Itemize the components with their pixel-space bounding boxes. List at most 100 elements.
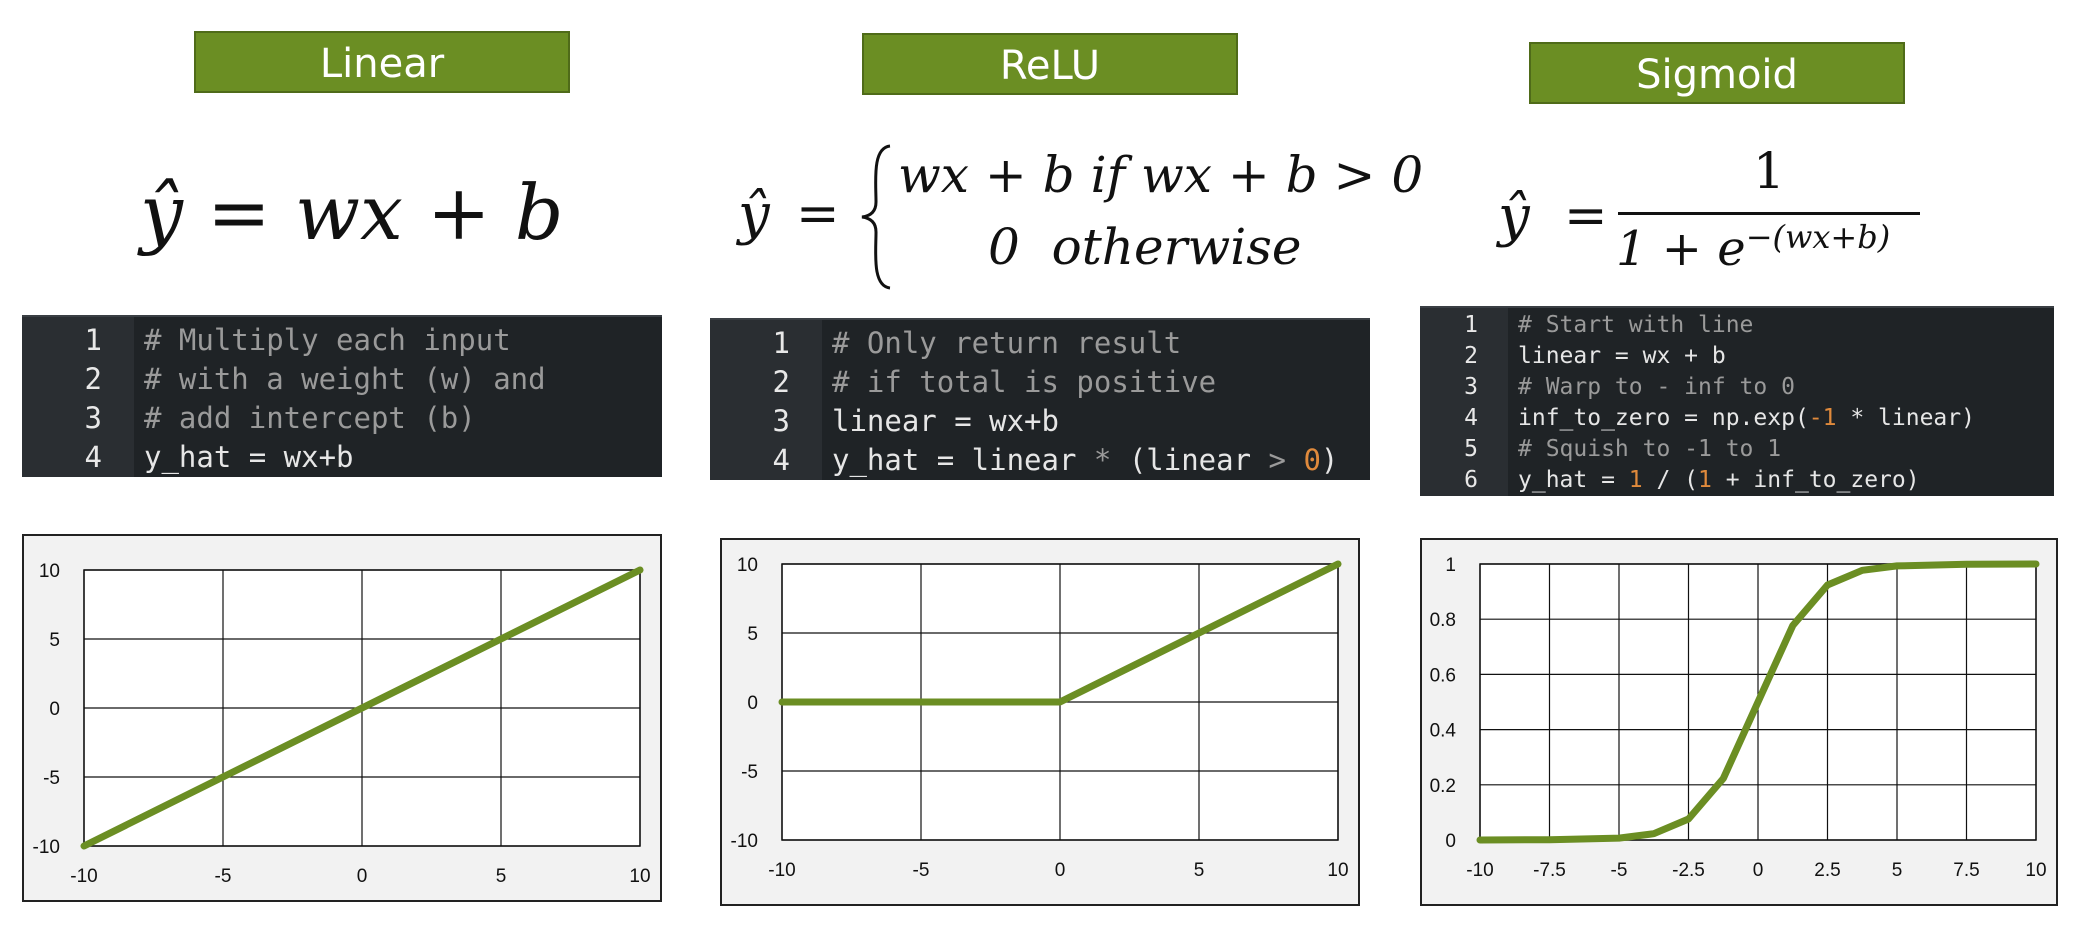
y-tick-label: -10 <box>33 837 60 858</box>
y-tick-label: 10 <box>737 555 758 576</box>
formula-linear-rhs: = wx + b <box>207 168 564 257</box>
x-tick-label: -5 <box>1611 860 1628 881</box>
code-text: y_hat = wx+b <box>144 438 354 477</box>
x-tick-label: -10 <box>1466 860 1493 881</box>
line-number: 4 <box>84 440 102 474</box>
code-line: 5 # Squish to -1 to 1 <box>1420 434 2054 465</box>
x-tick-label: 5 <box>1892 860 1903 881</box>
y-tick-label: 0.4 <box>1430 721 1457 742</box>
code-text: # Warp to - inf to 0 <box>1518 372 1795 403</box>
x-tick-label: 10 <box>629 866 650 887</box>
x-tick-label: -5 <box>215 866 232 887</box>
line-number: 3 <box>1464 374 1478 400</box>
formula-sigmoid: ŷ = 1 1 + e−(wx+b) <box>1498 140 1938 280</box>
x-tick-label: 10 <box>1327 860 1348 881</box>
line-number: 4 <box>772 443 790 477</box>
code-line: 4 y_hat = wx+b <box>22 438 662 477</box>
code-token: # add intercept (b) <box>144 401 476 435</box>
y-tick-label: 1 <box>1445 555 1456 576</box>
x-tick-label: 0 <box>1055 860 1066 881</box>
formula-linear-lhs: ŷ <box>140 168 183 257</box>
y-tick-label: -10 <box>731 831 758 852</box>
code-text: # if total is positive <box>832 363 1216 402</box>
code-line: 1 # Only return result <box>710 324 1370 363</box>
x-tick-label: 5 <box>496 866 507 887</box>
x-tick-label: 7.5 <box>1953 860 1979 881</box>
code-token: # Only return result <box>832 326 1182 360</box>
code-text: inf_to_zero = np.exp(-1 * linear) <box>1518 403 1975 434</box>
formula-relu-eq: = <box>796 184 840 244</box>
code-token: y_hat = linear <box>832 443 1094 477</box>
code-token: # Warp to - inf to 0 <box>1518 374 1795 400</box>
code-text: linear = wx + b <box>1518 341 1726 372</box>
line-number: 1 <box>84 323 102 357</box>
line-number: 2 <box>1464 343 1478 369</box>
series-line <box>80 566 644 850</box>
formula-sigmoid-denominator-exp: −(wx+b) <box>1745 218 1891 256</box>
title-linear: Linear <box>194 31 570 93</box>
code-token: + inf_to_zero) <box>1711 467 1920 493</box>
code-line: 3 linear = wx+b <box>710 402 1370 441</box>
x-tick-label: 0 <box>1753 860 1764 881</box>
code-token: y_hat = <box>1518 467 1629 493</box>
code-token: # Squish to -1 to 1 <box>1518 436 1782 462</box>
code-token: 0 <box>1303 443 1321 477</box>
line-number: 1 <box>1464 312 1478 338</box>
code-token: * <box>1093 443 1112 477</box>
x-tick-label: -10 <box>768 860 795 881</box>
code-line: 1# Multiply each input <box>22 321 662 360</box>
line-number-gutter <box>1420 308 1508 496</box>
line-number: 6 <box>1464 467 1478 493</box>
x-tick-label: 0 <box>357 866 368 887</box>
formula-sigmoid-denominator-base: 1 + e <box>1616 221 1746 277</box>
title-relu: ReLU <box>862 33 1238 95</box>
line-number: 3 <box>772 404 790 438</box>
code-text: linear = wx+b <box>832 402 1059 441</box>
code-text: # Only return result <box>832 324 1181 363</box>
formula-relu-lhs: ŷ <box>738 182 770 247</box>
y-tick-label: 0.2 <box>1430 776 1456 797</box>
code-line: 4 y_hat = linear * (linear > 0) <box>710 441 1370 480</box>
code-token: ) <box>1320 443 1339 477</box>
code-token: * linear) <box>1836 405 1975 431</box>
y-tick-label: 0 <box>1445 831 1456 852</box>
y-tick-label: 5 <box>49 630 60 651</box>
line-number: 2 <box>772 365 790 399</box>
x-tick-label: -2.5 <box>1672 860 1705 881</box>
code-token <box>1286 443 1303 477</box>
y-tick-label: 0 <box>747 693 758 714</box>
code-text: # Squish to -1 to 1 <box>1518 434 1781 465</box>
formula-sigmoid-eq: = <box>1564 186 1608 246</box>
line-number: 1 <box>772 326 790 360</box>
code-text: y_hat = linear * (linear > 0) <box>832 441 1338 480</box>
code-text: # add intercept (b) <box>144 399 476 438</box>
code-line: 3 # Warp to - inf to 0 <box>1420 372 2054 403</box>
formula-sigmoid-numerator: 1 <box>1753 142 1785 200</box>
line-number: 2 <box>84 362 102 396</box>
code-token: > <box>1268 443 1286 477</box>
y-tick-label: -5 <box>43 768 60 789</box>
line-number: 5 <box>1464 436 1478 462</box>
x-tick-label: -5 <box>913 860 930 881</box>
code-token: / ( <box>1642 467 1699 493</box>
code-token: linear = wx + b <box>1518 343 1726 369</box>
code-token: 1 <box>1628 467 1643 493</box>
code-token: -1 <box>1808 405 1837 431</box>
title-sigmoid: Sigmoid <box>1529 42 1905 104</box>
code-text: # with a weight (w) and <box>144 360 546 399</box>
code-block-relu: 1 # Only return result 2 # if total is posi… <box>710 318 1370 480</box>
formula-linear: ŷ = wx + b <box>140 168 564 258</box>
line-number: 3 <box>84 401 102 435</box>
left-brace-icon <box>861 144 891 290</box>
y-tick-label: 0 <box>49 699 60 720</box>
code-line: 1# Start with line <box>1420 310 2054 341</box>
fraction-bar <box>1618 212 1920 215</box>
y-tick-label: 5 <box>747 624 758 645</box>
